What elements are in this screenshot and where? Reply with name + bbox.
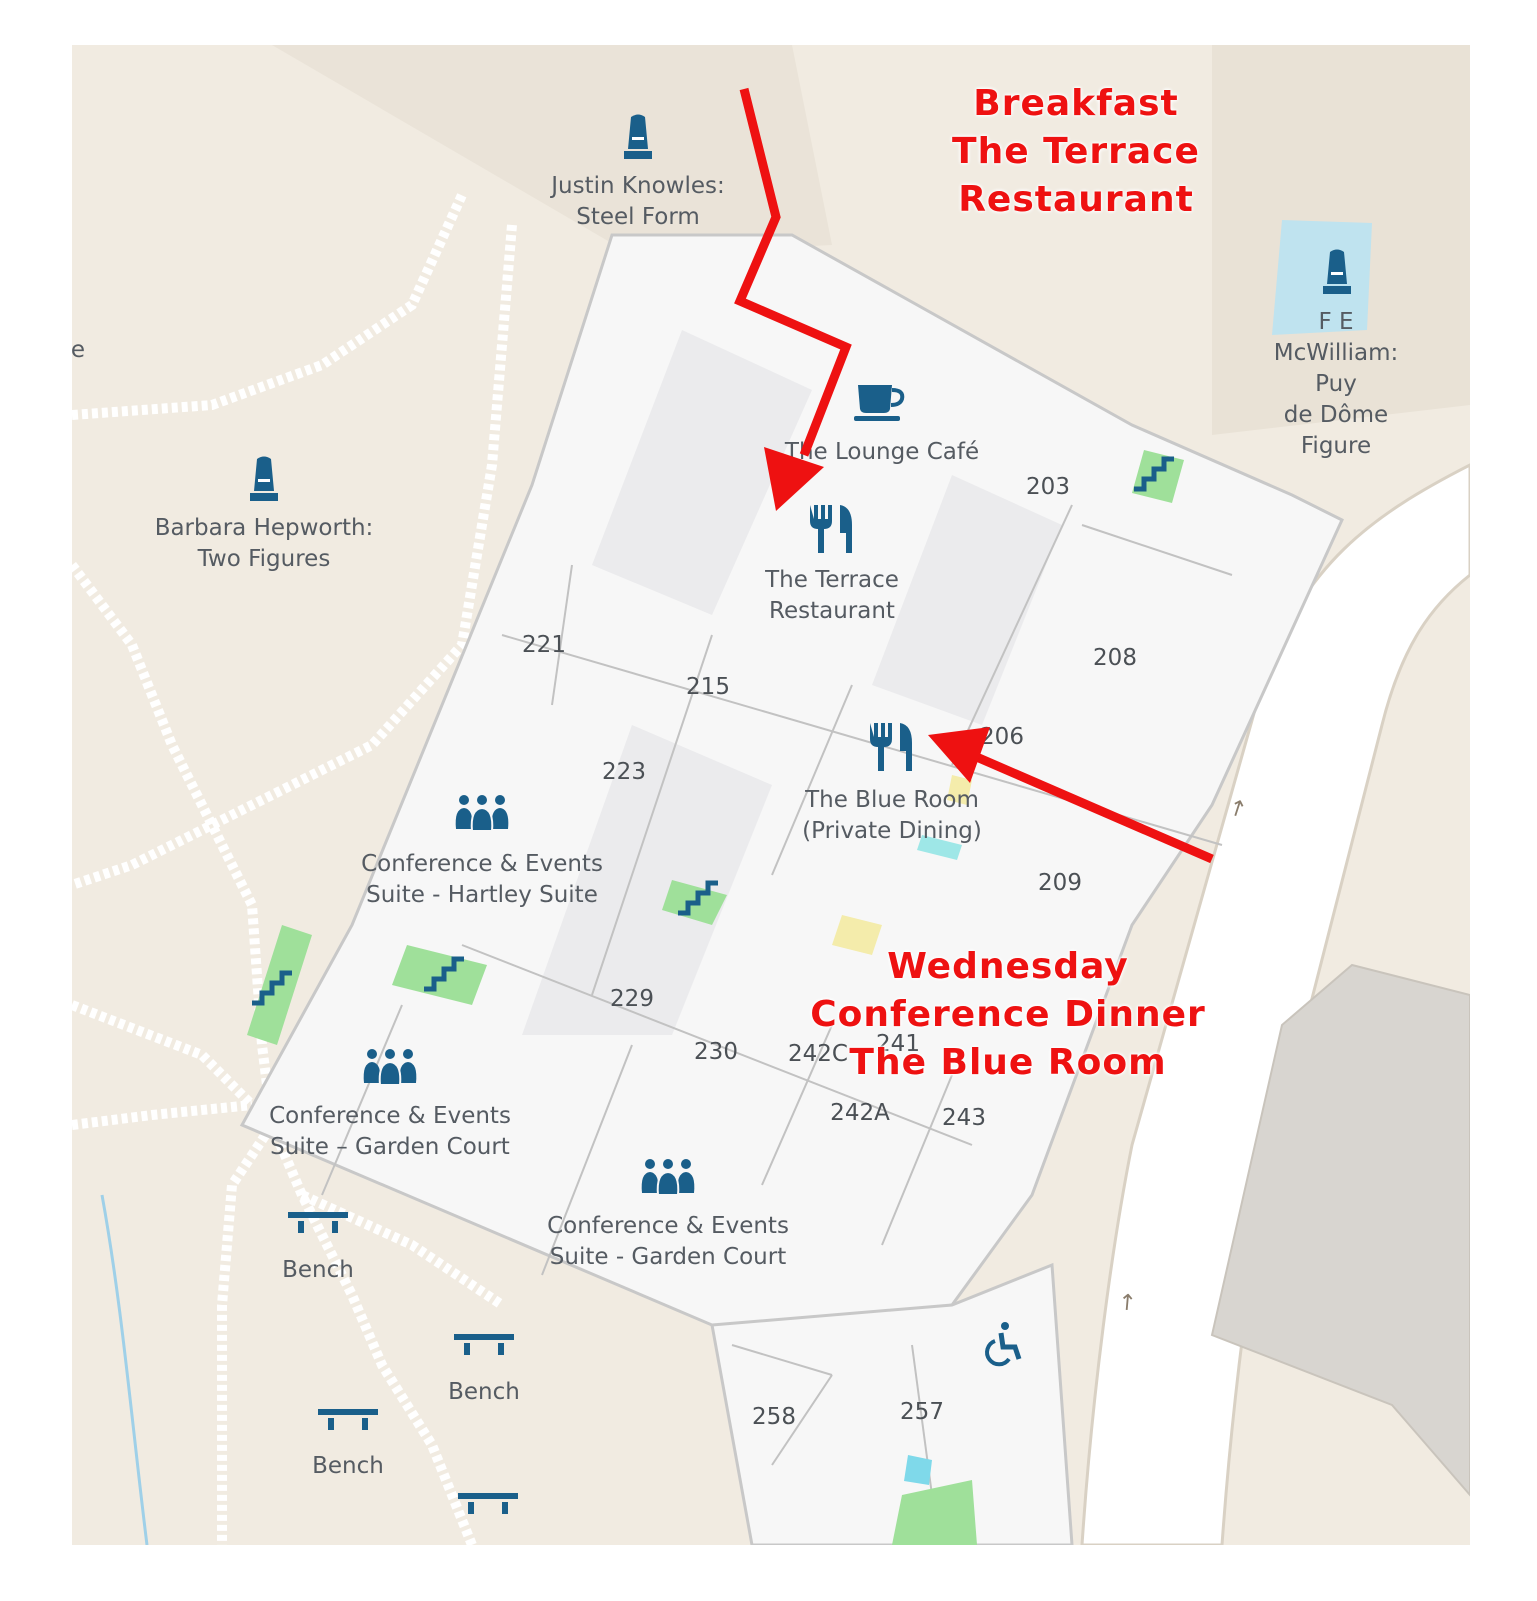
road-direction-arrow-icon: ↑ — [1116, 1290, 1138, 1317]
group-icon — [363, 1049, 417, 1086]
annotation-breakfast: Breakfast The Terrace Restaurant — [952, 83, 1200, 220]
bench-icon — [458, 1493, 518, 1514]
room-206[interactable]: 206 — [980, 724, 1024, 750]
monument-icon — [1323, 249, 1351, 294]
bench-icon — [318, 1409, 378, 1430]
room-257[interactable]: 257 — [900, 1399, 944, 1425]
label-terrace-restaurant[interactable]: The Terrace Restaurant — [765, 567, 899, 624]
room-230[interactable]: 230 — [694, 1039, 738, 1065]
map-viewport[interactable]: Justin Knowles: Steel Form F E McWilliam… — [72, 45, 1470, 1545]
coffee-cup-icon — [854, 385, 905, 421]
label-bench-3[interactable]: Bench — [312, 1453, 384, 1479]
bench-icon — [454, 1334, 514, 1355]
room-229[interactable]: 229 — [610, 986, 654, 1012]
wheelchair-icon — [985, 1322, 1022, 1367]
label-hepworth[interactable]: Barbara Hepworth: Two Figures — [154, 515, 374, 572]
label-justin-knowles[interactable]: Justin Knowles: Steel Form — [551, 173, 725, 230]
room-242c[interactable]: 242C — [788, 1041, 848, 1067]
label-mcwilliam[interactable]: F E McWilliam: Puy de Dôme Figure — [1273, 309, 1399, 459]
room-208[interactable]: 208 — [1093, 645, 1137, 671]
group-icon — [455, 795, 509, 832]
label-hartley-suite[interactable]: Conference & Events Suite - Hartley Suit… — [361, 851, 603, 908]
room-241[interactable]: 241 — [876, 1031, 920, 1057]
room-243[interactable]: 243 — [942, 1105, 986, 1131]
label-garden-court-1[interactable]: Conference & Events Suite – Garden Court — [269, 1103, 511, 1160]
map-base — [72, 45, 1470, 1545]
label-garden-court-2[interactable]: Conference & Events Suite - Garden Court — [547, 1213, 789, 1270]
restaurant-icon — [810, 505, 852, 553]
room-223[interactable]: 223 — [602, 759, 646, 785]
monument-icon — [250, 456, 278, 501]
group-icon — [641, 1159, 695, 1196]
stairs-icon — [1134, 456, 1174, 492]
room-203[interactable]: 203 — [1026, 474, 1070, 500]
stairs-icon — [252, 970, 292, 1006]
stairs-icon — [424, 956, 464, 992]
stairs-icon — [678, 880, 718, 916]
room-215[interactable]: 215 — [686, 674, 730, 700]
label-lounge-cafe[interactable]: The Lounge Café — [784, 439, 980, 465]
label-bench-1[interactable]: Bench — [282, 1257, 354, 1283]
label-bench-2[interactable]: Bench — [448, 1379, 520, 1405]
room-242a[interactable]: 242A — [830, 1100, 890, 1126]
bench-icon — [288, 1212, 348, 1233]
annotation-conference-dinner: Wednesday Conference Dinner The Blue Roo… — [810, 946, 1206, 1083]
room-221[interactable]: 221 — [522, 632, 566, 658]
label-edge-fragment: e — [72, 337, 86, 363]
label-blue-room[interactable]: The Blue Room (Private Dining) — [802, 787, 982, 844]
monument-icon — [624, 114, 652, 159]
room-209[interactable]: 209 — [1038, 870, 1082, 896]
room-258[interactable]: 258 — [752, 1404, 796, 1430]
restaurant-icon — [870, 723, 912, 771]
